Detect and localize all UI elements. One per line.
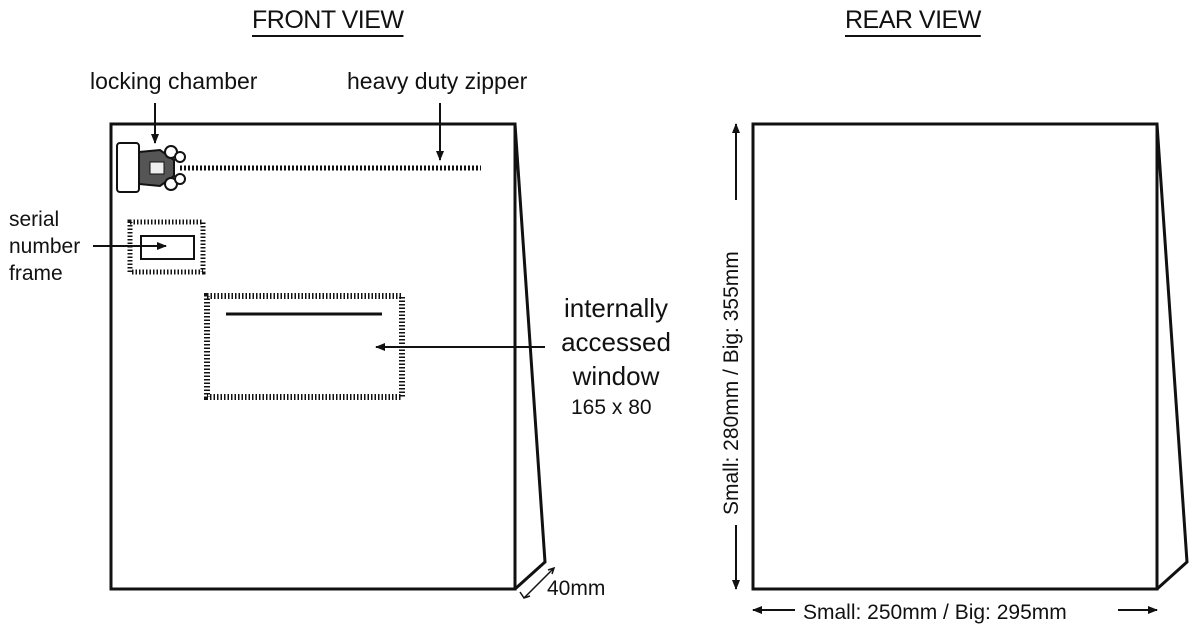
height-label: Small: 280mm / Big: 355mm <box>720 251 743 515</box>
zipper-label: heavy duty zipper <box>347 68 528 94</box>
window-label-line: window <box>572 361 660 391</box>
window-label-line: accessed <box>561 327 671 357</box>
serial-label-line: number <box>9 235 81 258</box>
locking-chamber-label: locking chamber <box>90 68 258 94</box>
rear-bag <box>751 122 1189 591</box>
front-view-heading: FRONT VIEW <box>252 6 404 34</box>
window-frame <box>204 293 405 400</box>
width-label: Small: 250mm / Big: 295mm <box>803 601 1067 624</box>
locking-chamber-icon <box>116 142 186 193</box>
serial-label-line: serial <box>9 208 60 231</box>
front-bag <box>109 122 547 591</box>
depth-arrow <box>519 566 556 599</box>
window-label-line: internally <box>563 293 669 323</box>
serial-label-line: frame <box>9 262 63 285</box>
depth-label: 40mm <box>547 577 606 600</box>
window-label: internally accessed window <box>549 291 683 393</box>
serial-label: serial number frame <box>9 206 80 287</box>
window-size-label: 165 x 80 <box>571 396 652 419</box>
rear-view-heading: REAR VIEW <box>845 6 981 34</box>
